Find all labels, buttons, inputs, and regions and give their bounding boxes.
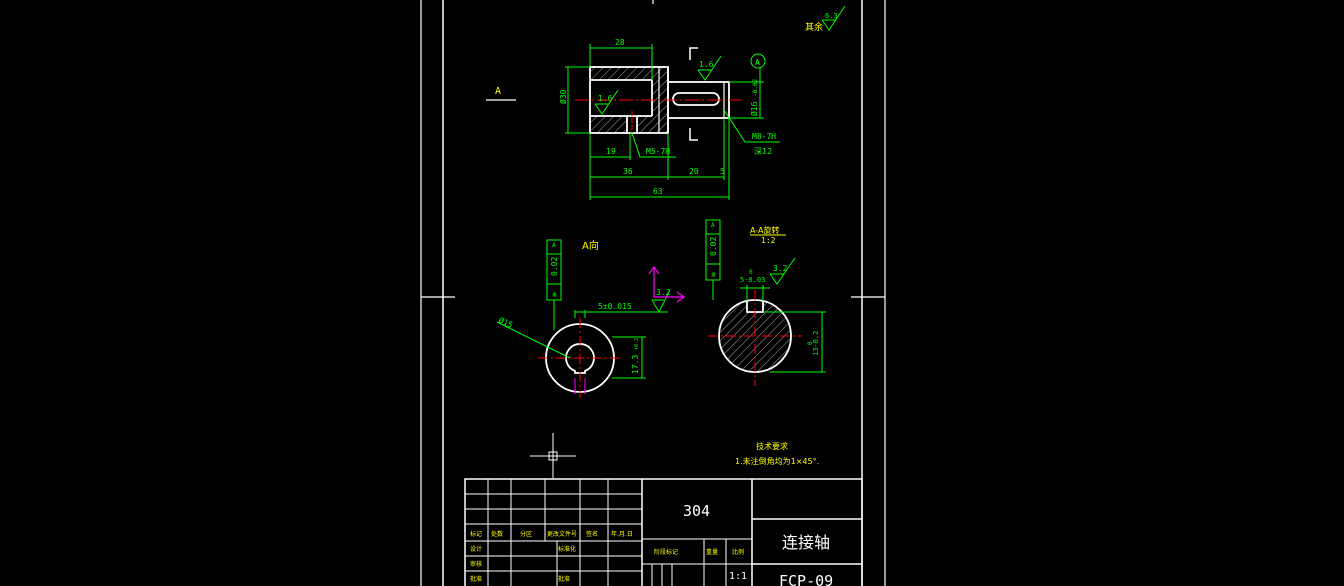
dim-phi16: Ø16 [749,101,759,116]
dim-13: 13-0.2 [812,331,820,356]
thread-m5: M5-7H [646,147,670,156]
row-approve-2: 批准 [558,575,570,583]
col-sign: 签名 [586,530,598,538]
section-aa-label: A-A旋转 [750,225,779,235]
thread-m8: M8-7H [752,132,776,141]
tol-frame-b-value: 0.02 [709,237,718,256]
dim-63: 63 [653,187,663,196]
roughness-key: 3.2 [656,288,671,297]
dim-key-width-zero: 0 [749,269,753,276]
col-date: 年.月.日 [611,530,633,538]
scale-value: 1:1 [729,571,747,582]
drawing-number: FCP-09 [779,572,833,586]
col-change: 更改文件号 [547,530,577,538]
dim-17-3-tol: +0.2 [634,338,640,350]
technical-requirements: 技术要求 1.未注倒角均为1×45°. [735,441,819,466]
dim-36: 36 [623,167,633,176]
dim-13-zero: 0 [807,341,814,345]
tol-frame-b-datum: A [711,222,715,229]
tol-frame-a-symbol: ≡ [550,292,559,297]
col-zone: 分区 [520,530,532,538]
dim-20: 20 [689,167,699,176]
thread-depth: 深12 [754,147,772,156]
dim-28: 28 [615,38,625,47]
datum-a: A [755,58,760,67]
dim-phi30: Ø30 [558,89,568,104]
material-value: 304 [683,502,710,520]
weight-label: 重量 [706,548,718,556]
section-aa-scale: 1:2 [761,236,776,245]
crosshair-cursor-icon[interactable] [530,433,576,478]
stage-mark: 阶段标记 [654,548,678,556]
dim-phi15: Ø15 [497,315,514,330]
dim-19: 19 [606,147,616,156]
part-name: 连接轴 [782,533,830,552]
sheet-frame [420,0,886,586]
col-count: 处数 [491,530,503,538]
view-a-label: A向 [582,239,599,252]
col-mark: 标记 [470,530,482,538]
roughness-other-label: 其余 [805,21,823,33]
dim-key-5: 5±0.015 [598,302,632,311]
section-arrow-label: A [495,86,501,97]
ucs-icon [648,265,686,303]
roughness-other-symbol: 其余 6.3 [805,5,846,33]
roughness-other-value: 6.3 [825,12,838,20]
tech-title: 技术要求 [756,441,788,451]
row-check: 审核 [470,560,482,568]
roughness-inner: 1.6 [598,94,613,103]
roughness-shaft: 1.6 [699,60,714,69]
dim-phi16-tol: -0.02 [752,79,759,97]
title-block: 304 连接轴 FCP-09 1:1 标记 处数 分区 更改文件号 签名 年.月… [464,478,863,586]
tol-frame-a-value: 0.02 [550,257,559,276]
row-design: 设计 [470,545,482,553]
tol-frame-a-datum: A [552,242,556,249]
dim-5: 5 [720,167,725,176]
dim-17-3: 17.3 [631,355,640,374]
tech-note: 1.未注倒角均为1×45°. [735,456,819,466]
row-approve: 批准 [470,575,482,583]
row-std: 标准化 [558,545,576,553]
ratio-label: 比例 [732,548,744,556]
tol-frame-b-symbol: ≡ [709,272,718,277]
roughness-section: 3.2 [773,264,788,273]
section-a-a: A-A旋转 1:2 A 0.02 ≡ [705,219,826,386]
dim-key-width: 5-0.03 [740,276,765,284]
view-a: A向 A 0.02 ≡ [496,239,686,398]
main-view: A [486,38,780,200]
